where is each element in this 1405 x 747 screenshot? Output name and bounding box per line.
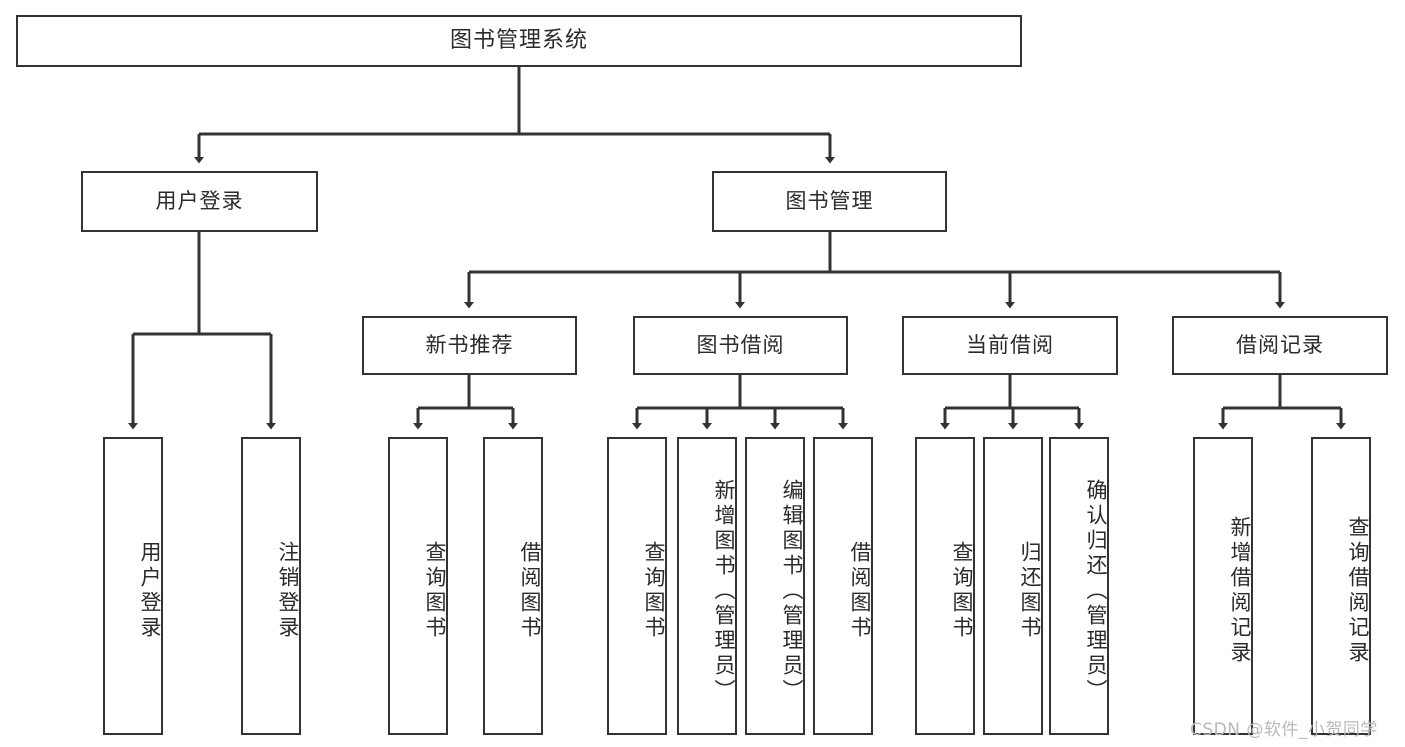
csdn-watermark: CSDN @软件_小贺同学 xyxy=(1190,720,1378,740)
node-book-manage[interactable]: 图书管理 xyxy=(712,171,947,232)
leaf-query-book-2-label: 查询图书 xyxy=(642,541,666,641)
leaf-user-login-label: 用户登录 xyxy=(138,541,162,641)
leaf-borrow-book-1[interactable]: 借阅图书 xyxy=(483,437,543,735)
node-user-login[interactable]: 用户登录 xyxy=(81,171,318,232)
leaf-add-record-label: 新增借阅记录 xyxy=(1228,516,1252,666)
leaf-borrow-book-1-label: 借阅图书 xyxy=(518,541,542,641)
leaf-edit-book[interactable]: 编辑图书（管理员） xyxy=(745,437,805,735)
leaf-query-record[interactable]: 查询借阅记录 xyxy=(1311,437,1371,735)
leaf-query-record-label: 查询借阅记录 xyxy=(1346,516,1370,666)
node-new-book-recommend-label: 新书推荐 xyxy=(425,332,514,357)
leaf-query-book-1[interactable]: 查询图书 xyxy=(388,437,448,735)
leaf-edit-book-label: 编辑图书（管理员） xyxy=(780,478,804,704)
node-borrow-record[interactable]: 借阅记录 xyxy=(1172,316,1388,375)
node-current-borrow-label: 当前借阅 xyxy=(966,332,1054,357)
node-root-label: 图书管理系统 xyxy=(449,27,588,53)
node-root[interactable]: 图书管理系统 xyxy=(16,15,1022,67)
leaf-logout-login-label: 注销登录 xyxy=(276,541,300,641)
node-borrow-record-label: 借阅记录 xyxy=(1236,332,1324,357)
leaf-query-book-1-label: 查询图书 xyxy=(423,541,447,641)
leaf-add-book-label: 新增图书（管理员） xyxy=(712,478,736,704)
leaf-user-login[interactable]: 用户登录 xyxy=(103,437,163,735)
leaf-query-book-3-label: 查询图书 xyxy=(950,541,974,641)
leaf-query-book-3[interactable]: 查询图书 xyxy=(915,437,975,735)
leaf-borrow-book-2-label: 借阅图书 xyxy=(848,541,872,641)
node-book-manage-label: 图书管理 xyxy=(785,188,874,213)
leaf-return-book[interactable]: 归还图书 xyxy=(983,437,1043,735)
node-book-borrow[interactable]: 图书借阅 xyxy=(633,316,848,375)
node-current-borrow[interactable]: 当前借阅 xyxy=(902,316,1118,375)
node-book-borrow-label: 图书借阅 xyxy=(696,332,785,357)
leaf-return-book-label: 归还图书 xyxy=(1018,541,1042,641)
leaf-confirm-return-label: 确认归还（管理员） xyxy=(1084,478,1108,704)
leaf-logout-login[interactable]: 注销登录 xyxy=(241,437,301,735)
leaf-add-record[interactable]: 新增借阅记录 xyxy=(1193,437,1253,735)
leaf-confirm-return[interactable]: 确认归还（管理员） xyxy=(1049,437,1109,735)
leaf-query-book-2[interactable]: 查询图书 xyxy=(607,437,667,735)
node-user-login-label: 用户登录 xyxy=(155,188,244,213)
leaf-borrow-book-2[interactable]: 借阅图书 xyxy=(813,437,873,735)
leaf-add-book[interactable]: 新增图书（管理员） xyxy=(677,437,737,735)
node-new-book-recommend[interactable]: 新书推荐 xyxy=(362,316,577,375)
